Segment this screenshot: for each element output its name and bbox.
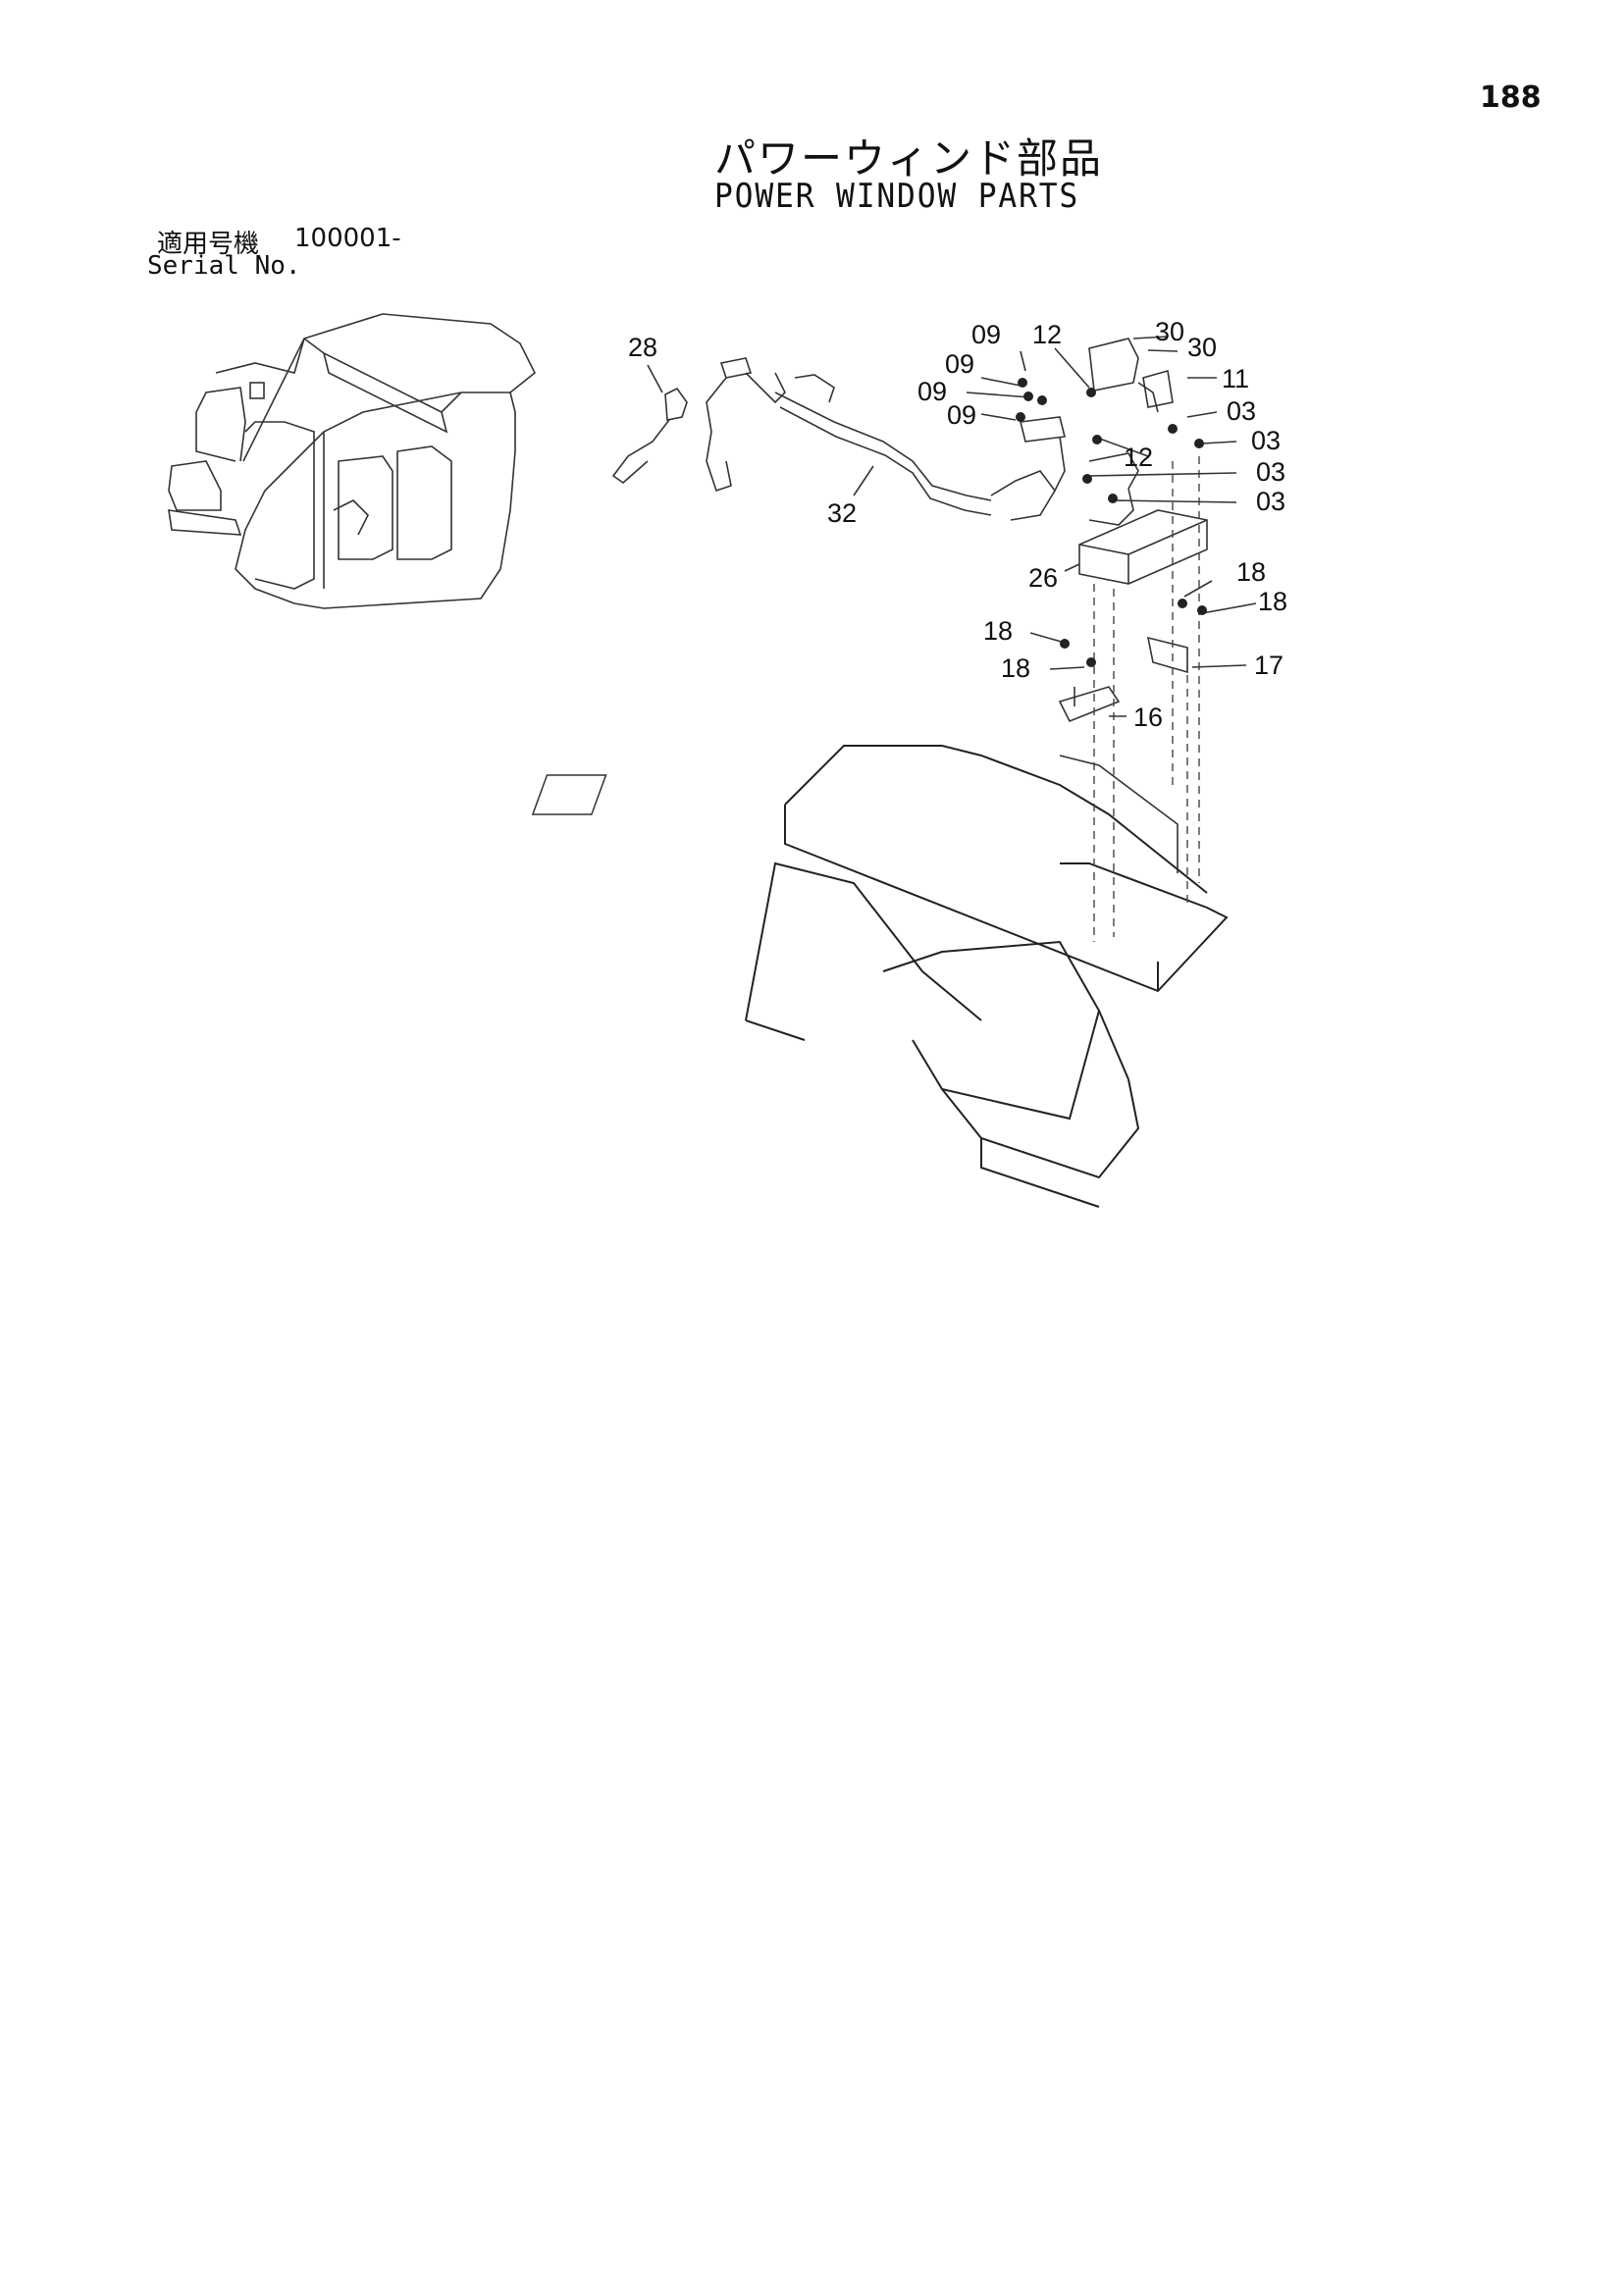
callout-12: 12 <box>1032 320 1062 349</box>
callout-18: 18 <box>1258 587 1287 616</box>
callout-09: 09 <box>947 400 976 430</box>
callout-30: 30 <box>1187 333 1217 362</box>
callout-12: 12 <box>1124 443 1153 472</box>
callout-18: 18 <box>1236 557 1266 587</box>
callout-09: 09 <box>917 377 947 406</box>
callout-03: 03 <box>1256 487 1285 516</box>
serial-number-value: 100001- <box>294 224 401 253</box>
page-title-japanese: パワーウィンド部品 <box>714 134 1104 183</box>
bolt-markers <box>1016 378 1207 667</box>
callout-26: 26 <box>1028 563 1058 593</box>
callout-18: 18 <box>1001 653 1030 683</box>
callout-16: 16 <box>1133 703 1163 732</box>
callout-03: 03 <box>1227 396 1256 426</box>
callout-09: 09 <box>945 349 974 379</box>
callout-18: 18 <box>983 616 1013 646</box>
controller-and-switch-illustration <box>1058 338 1208 723</box>
callout-labels: 28 32 09 09 09 09 12 12 30 30 11 03 03 0… <box>628 317 1287 732</box>
callout-28: 28 <box>628 333 657 362</box>
wiring-harness-illustration <box>611 357 1139 526</box>
callout-32: 32 <box>827 498 857 528</box>
excavator-overview-illustration <box>168 313 537 609</box>
callout-11: 11 <box>1222 364 1249 393</box>
callout-leader-lines <box>647 336 1257 717</box>
page-number: 188 <box>1480 80 1542 115</box>
callout-09: 09 <box>971 320 1001 349</box>
serial-label-japanese: 適用号機 <box>157 230 260 259</box>
serial-label-english: Serial No. <box>147 251 301 281</box>
cab-floor-frame-illustration <box>531 745 1229 1208</box>
assembly-leader-lines <box>1093 456 1200 942</box>
callout-17: 17 <box>1254 651 1283 680</box>
callout-03: 03 <box>1256 457 1285 487</box>
callout-03: 03 <box>1251 426 1281 455</box>
callout-30: 30 <box>1155 317 1184 346</box>
page-title-english: POWER WINDOW PARTS <box>714 177 1080 216</box>
